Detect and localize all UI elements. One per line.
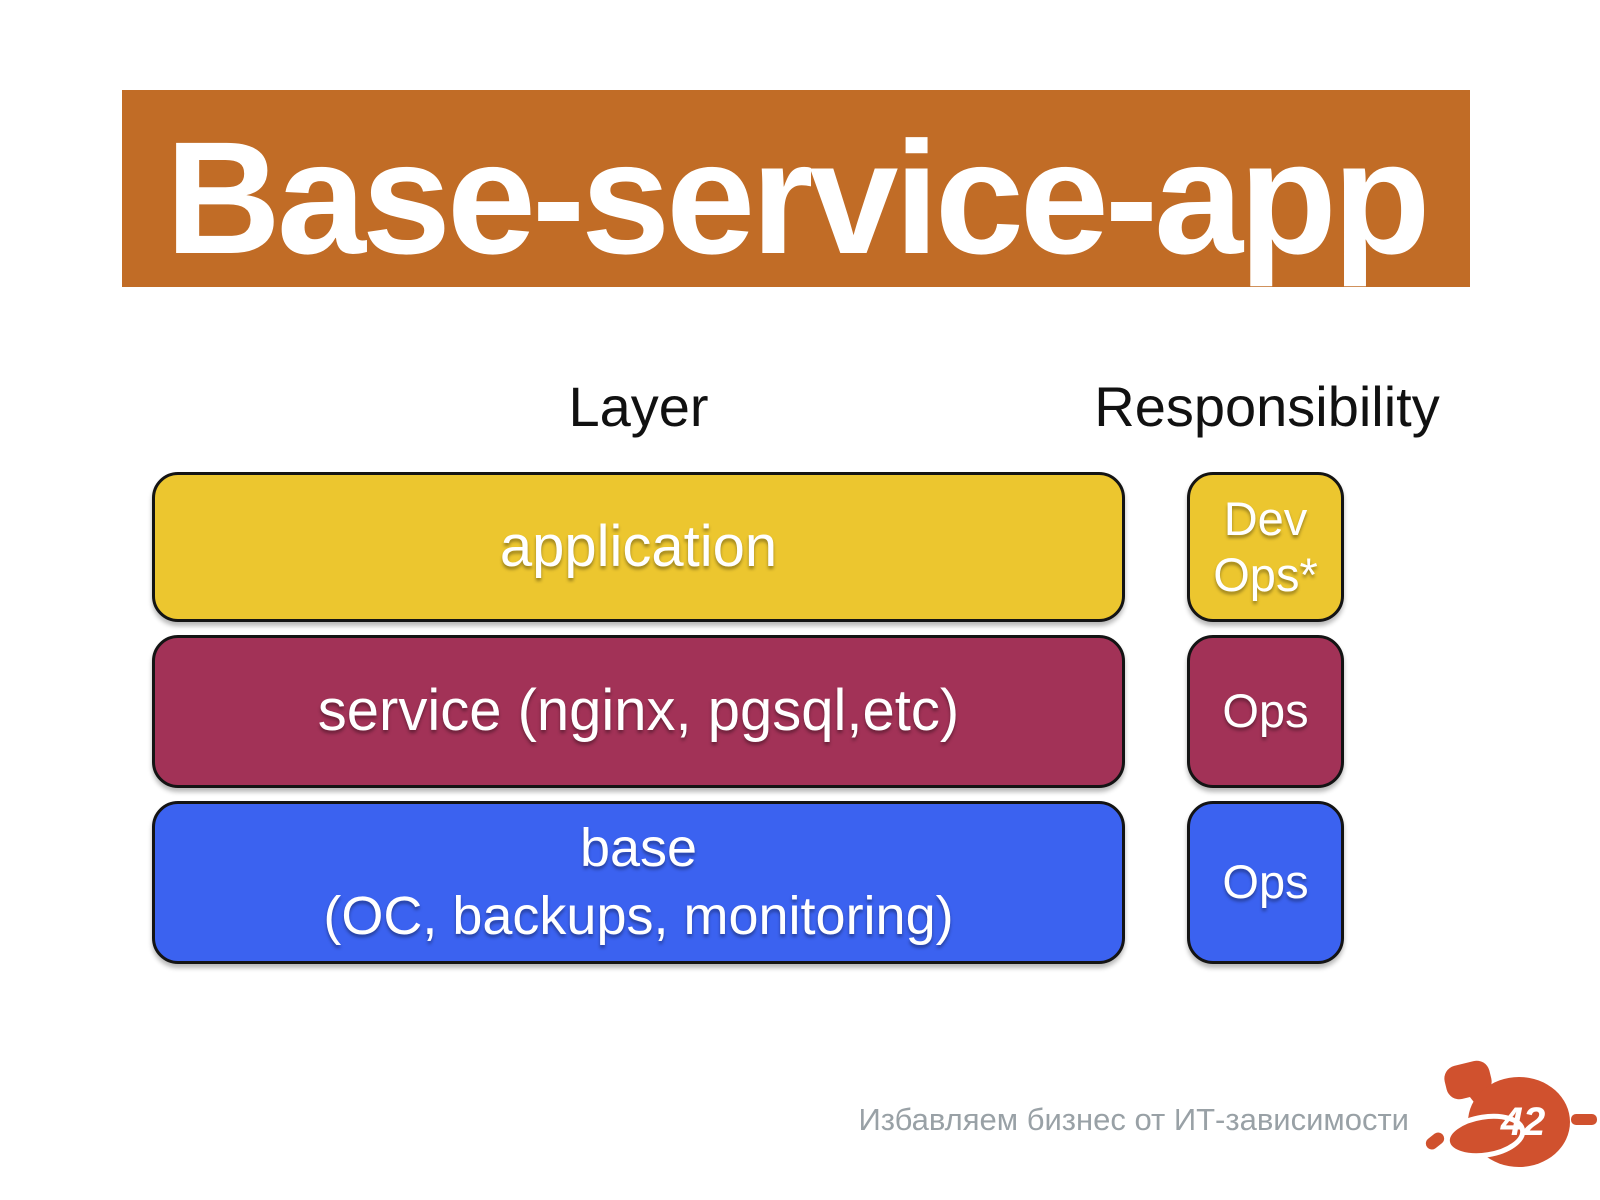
slide-title: Base-service-app: [165, 107, 1430, 287]
responsibility-box-ops-base: Ops: [1187, 801, 1344, 964]
layer-box-application-label: application: [499, 513, 778, 579]
layer-box-base-line-2: (OC, backups, monitoring): [323, 885, 954, 946]
page-number-badge: 42: [1500, 1100, 1546, 1144]
responsibility-devops-line-1: Dev: [1223, 491, 1308, 545]
responsibility-ops-service-label: Ops: [1222, 684, 1309, 738]
column-header-layer: Layer: [568, 375, 709, 438]
layer-box-base: base (OC, backups, monitoring): [152, 801, 1125, 964]
layer-box-application: application: [152, 472, 1125, 622]
column-header-responsibility: Responsibility: [1094, 375, 1440, 438]
layer-diagram: application Dev Ops* service (nginx, pgs…: [152, 472, 1344, 964]
responsibility-devops-line-2: Ops*: [1213, 548, 1318, 601]
title-banner: Base-service-app: [122, 90, 1470, 287]
company-logo-icon: 42: [1425, 1060, 1597, 1167]
responsibility-ops-base-label: Ops: [1222, 855, 1309, 909]
layer-box-service: service (nginx, pgsql,etc): [152, 635, 1125, 788]
layer-box-base-line-1: base: [579, 818, 698, 878]
responsibility-box-ops-service: Ops: [1187, 635, 1344, 788]
footer: Избавляем бизнес от ИТ-зависимости 42: [858, 1048, 1598, 1188]
layer-box-service-label: service (nginx, pgsql,etc): [317, 678, 960, 744]
footer-tagline: Избавляем бизнес от ИТ-зависимости: [858, 1102, 1409, 1137]
responsibility-box-devops: Dev Ops*: [1187, 472, 1344, 622]
